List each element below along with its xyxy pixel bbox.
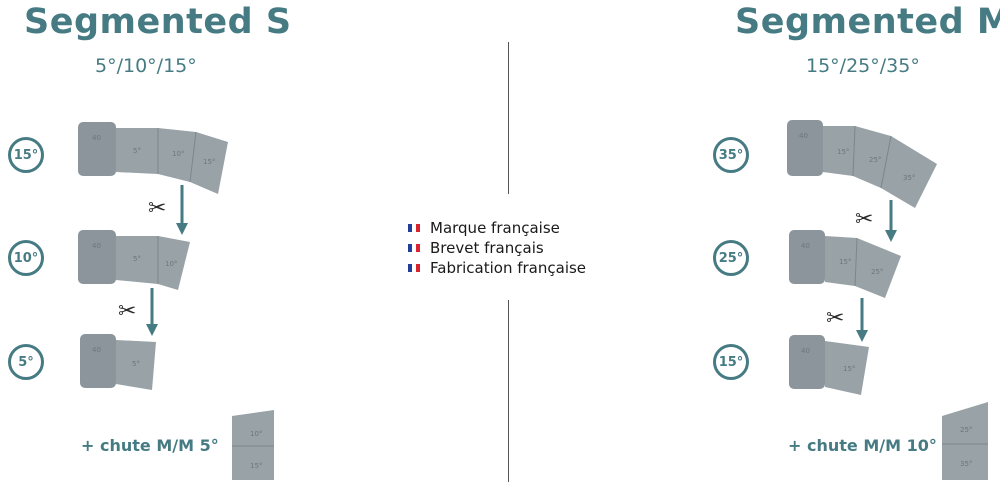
scissors-icon: ✂ <box>118 299 137 324</box>
french-claims: Marque française Brevet français Fabrica… <box>408 218 586 278</box>
pipe-mark: 15° <box>203 158 215 166</box>
pipe-brand-label: 40 <box>92 346 101 354</box>
french-flag-icon <box>408 264 420 272</box>
badge-35: 35° <box>713 137 749 173</box>
scissors-icon: ✂ <box>855 207 874 232</box>
pipe-segmented-s-10: 40 5° 10° <box>78 230 190 290</box>
pipe-mark: 15° <box>837 148 849 156</box>
pipe-brand-label: 40 <box>801 347 810 355</box>
pipe-mark: 10° <box>172 150 184 158</box>
pipe-brand-label: 40 <box>799 132 808 140</box>
scissors-icon: ✂ <box>148 196 167 221</box>
divider-bottom <box>508 300 509 482</box>
claim-fabrication: Fabrication française <box>408 258 586 278</box>
claim-marque: Marque française <box>408 218 586 238</box>
pipe-mark: 5° <box>132 360 140 368</box>
pipe-mark: 35° <box>960 460 972 468</box>
claim-text: Brevet français <box>430 239 544 257</box>
arrow-down-icon <box>146 288 158 336</box>
pipe-segmented-s-15: 40 5° 10° 15° <box>78 122 228 194</box>
pipe-mark: 10° <box>250 430 262 438</box>
badge-25: 25° <box>713 240 749 276</box>
pipe-segmented-m-25: 40 15° 25° <box>789 230 901 298</box>
pipe-segmented-s-5: 40 5° <box>80 334 156 390</box>
pipe-mark: 35° <box>903 174 915 182</box>
pipe-mark: 15° <box>839 258 851 266</box>
badge-5: 5° <box>8 344 44 380</box>
chute-s-label: + chute M/M 5° <box>81 436 219 455</box>
pipe-mark: 25° <box>869 156 881 164</box>
chute-m-label: + chute M/M 10° <box>788 436 937 455</box>
badge-15: 15° <box>713 344 749 380</box>
badge-10: 10° <box>8 240 44 276</box>
segmented-s-angles: 5°/10°/15° <box>95 55 197 77</box>
pipe-brand-label: 40 <box>92 242 101 250</box>
segmented-m-title: Segmented M <box>735 2 1000 42</box>
pipe-segmented-m-35: 40 15° 25° 35° <box>787 120 937 208</box>
claim-text: Fabrication française <box>430 259 587 277</box>
segmented-m-angles: 15°/25°/35° <box>806 55 920 77</box>
pipe-brand-label: 40 <box>801 242 810 250</box>
scissors-icon: ✂ <box>826 306 845 331</box>
pipe-mark: 5° <box>133 147 141 155</box>
divider-top <box>508 42 509 194</box>
pipe-mark: 25° <box>960 426 972 434</box>
french-flag-icon <box>408 244 420 252</box>
pipe-brand-label: 40 <box>92 134 101 142</box>
arrow-down-icon <box>176 185 188 235</box>
pipe-mark: 25° <box>871 268 883 276</box>
pipe-mark: 5° <box>133 255 141 263</box>
claim-brevet: Brevet français <box>408 238 586 258</box>
pipe-chute-s: 10° 15° <box>232 410 274 480</box>
pipe-mark: 10° <box>165 260 177 268</box>
pipe-chute-m: 25° 35° <box>942 402 988 480</box>
badge-15: 15° <box>8 137 44 173</box>
arrow-down-icon <box>885 200 897 242</box>
pipe-mark: 15° <box>843 365 855 373</box>
pipe-mark: 15° <box>250 462 262 470</box>
pipe-segmented-m-15: 40 15° <box>789 335 869 395</box>
segmented-s-title: Segmented S <box>24 2 292 42</box>
claim-text: Marque française <box>430 219 560 237</box>
arrow-down-icon <box>856 298 868 342</box>
french-flag-icon <box>408 224 420 232</box>
